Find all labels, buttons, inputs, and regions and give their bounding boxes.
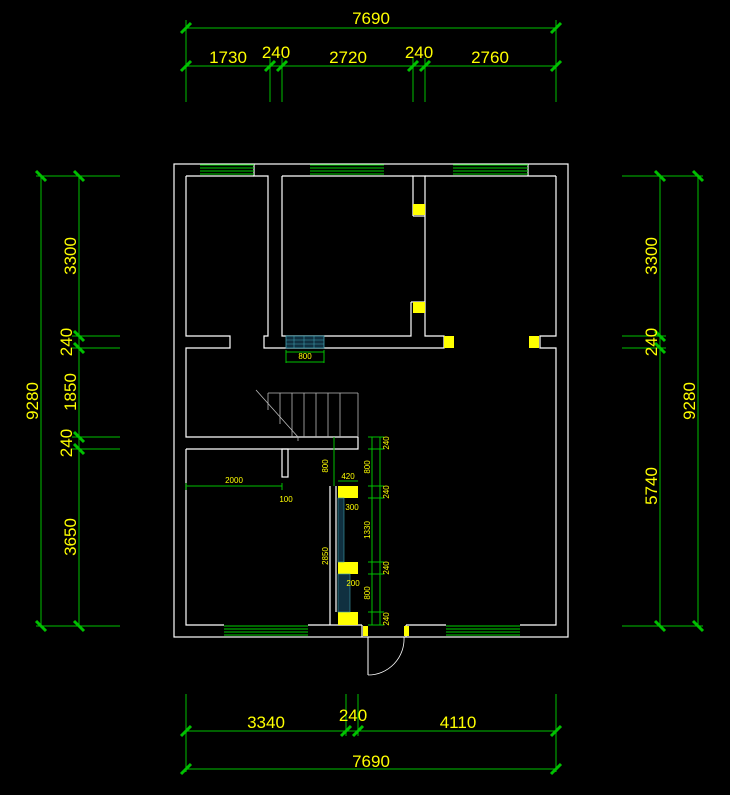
v-800-lower-label: 800: [363, 586, 372, 600]
right-overall-dim: 9280: [680, 382, 699, 420]
bottom-dim-2: 240: [339, 706, 367, 725]
column-3: [444, 336, 454, 348]
bottom-dim-1: 3340: [247, 713, 285, 732]
opening-dimension: 800: [285, 350, 325, 363]
left-dim-5: 3650: [61, 518, 80, 556]
windows: [200, 164, 528, 636]
v-240-c-label: 240: [382, 561, 391, 575]
v-240-a-label: 240: [382, 436, 391, 450]
bottom-overall-dim: 7690: [352, 752, 390, 771]
window-bottom-left: [224, 625, 308, 636]
left-dim-2: 240: [57, 328, 76, 356]
top-dimension-chain: 7690 1730 240 2720 240 2760: [179, 9, 563, 102]
column-2: [413, 302, 425, 313]
width-200-label: 200: [346, 579, 360, 588]
staircase: [255, 389, 359, 441]
left-dimension-chain: 9280 3300 240 1850 240 3650: [23, 169, 120, 633]
v-800-right-label: 800: [363, 460, 372, 474]
wall-2000-label: 2000: [225, 476, 243, 485]
opening-800-label: 800: [298, 352, 312, 361]
left-dim-1: 3300: [61, 237, 80, 275]
top-overall-dim: 7690: [352, 9, 390, 28]
column-1: [413, 204, 425, 215]
left-overall-dim: 9280: [23, 382, 42, 420]
right-dim-2: 240: [642, 328, 661, 356]
width-420-label: 420: [341, 472, 355, 481]
left-dim-4: 240: [57, 429, 76, 457]
v-2850-label: 2850: [321, 547, 330, 565]
columns: [338, 204, 539, 625]
window-top-middle: [310, 164, 384, 175]
left-dim-3: 1850: [61, 373, 80, 411]
width-300-label: 300: [345, 503, 359, 512]
v-1330-label: 1330: [363, 521, 372, 539]
top-dim-4: 240: [405, 43, 433, 62]
entrance-door: [363, 626, 409, 676]
v-240-d-label: 240: [382, 612, 391, 626]
walls: [173, 163, 569, 638]
right-dim-1: 3300: [642, 237, 661, 275]
column-5: [338, 486, 358, 498]
brick-infill: [285, 335, 351, 613]
top-dim-3: 2720: [329, 48, 367, 67]
top-dim-2: 240: [262, 43, 290, 62]
right-dimension-chain: 3300 240 5740 9280: [622, 169, 705, 633]
column-7: [338, 612, 358, 625]
top-dim-5: 2760: [471, 48, 509, 67]
top-dim-1: 1730: [209, 48, 247, 67]
column-6: [338, 562, 358, 574]
v-800-left-label: 800: [321, 459, 330, 473]
inner-dimensions: 2000 100 420 300 200 800 2850 800 1330 8…: [185, 436, 391, 626]
window-bottom-right: [446, 625, 520, 636]
v-240-b-label: 240: [382, 485, 391, 499]
bottom-dim-3: 4110: [440, 713, 477, 732]
right-dim-3: 5740: [642, 467, 661, 505]
column-4: [529, 336, 539, 348]
window-top-left: [200, 164, 254, 175]
window-top-right: [453, 164, 528, 175]
wall-100-label: 100: [279, 495, 293, 504]
bottom-dimension-chain: 3340 240 4110 7690: [179, 694, 563, 776]
